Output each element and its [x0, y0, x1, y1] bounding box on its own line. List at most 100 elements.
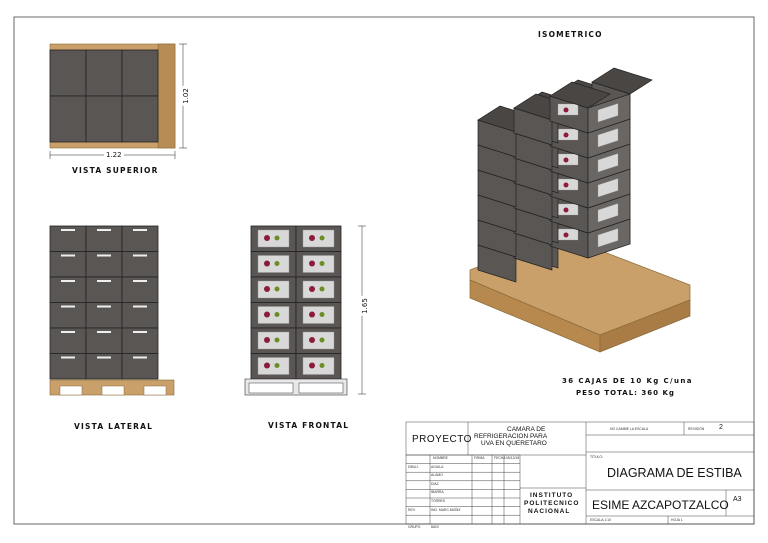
top-view-box — [49, 49, 87, 97]
isometric-view — [469, 67, 691, 353]
box-handle — [133, 356, 147, 359]
sheet-border — [13, 16, 755, 525]
box-label — [302, 331, 335, 350]
iso-box-label — [597, 103, 619, 123]
grape-icon — [309, 362, 315, 369]
grape-icon — [264, 362, 270, 369]
project-label: PROYECTO — [412, 434, 472, 445]
school-name: ESIME AZCAPOTZALCO — [592, 498, 729, 512]
box-handle — [61, 229, 75, 231]
drawing-title: DIAGRAMA DE ESTIBA — [607, 466, 742, 480]
box-label — [302, 306, 335, 324]
box-label — [302, 229, 335, 248]
box-handle — [61, 356, 75, 359]
title-label: TÍTULO: — [590, 455, 603, 459]
title-block-name: ING. MARC.MUÑIZ — [431, 507, 461, 512]
date-value: 05/12/18 — [506, 456, 520, 460]
grape-icon — [563, 157, 569, 163]
grape-icon — [264, 260, 270, 267]
grape-icon — [563, 182, 569, 188]
project-name-line-1: CAMARA DE — [507, 426, 546, 433]
institute-line-1: INSTITUTO — [530, 492, 574, 499]
institute-line-2: POLITECNICO — [524, 500, 580, 507]
box-handle — [61, 331, 75, 333]
title-block-row-label: REV. — [408, 507, 416, 512]
front-view — [244, 225, 366, 396]
box-handle — [61, 305, 75, 308]
isometric-title: ISOMETRICO — [538, 30, 603, 39]
iso-box-label — [597, 153, 619, 173]
scale-note: NO CAMBIE LA ESCALA — [610, 427, 649, 431]
box-label — [302, 280, 335, 299]
iso-box-top — [591, 67, 653, 95]
iso-box-label — [597, 178, 619, 198]
iso-box-label — [597, 203, 619, 223]
title-block-name: IBARRA — [431, 490, 444, 495]
box-handle — [133, 254, 147, 257]
sheet-label: HOJA 1 — [671, 518, 683, 522]
grape-icon — [563, 132, 569, 138]
box-handle — [133, 331, 147, 333]
leaf-icon — [274, 312, 280, 317]
side-view-label: VISTA LATERAL — [74, 422, 154, 431]
box-handle — [97, 356, 111, 359]
leaf-icon — [274, 235, 280, 241]
box-handle — [133, 280, 147, 282]
box-handle — [61, 280, 75, 282]
grape-icon — [309, 260, 315, 267]
boxes-note: 36 CAJAS DE 10 Kg C/una — [562, 377, 693, 385]
col-name-header: NOMBRE — [433, 456, 448, 460]
front-height-dimension: 1.65 — [360, 296, 369, 316]
title-block-name: 8AV2 — [431, 524, 440, 529]
top-depth-dimension: 1.02 — [181, 86, 190, 106]
iso-box-label — [597, 128, 619, 148]
project-name-line-2: REFRIGERACION PARA — [474, 433, 548, 440]
leaf-icon — [274, 337, 280, 343]
box-label — [257, 280, 290, 299]
col-date-header: FECHA — [494, 456, 506, 460]
title-block-row-label: DIBUJ. — [408, 464, 419, 469]
leaf-icon — [319, 312, 325, 317]
title-block-name: AGUILA — [431, 464, 444, 469]
title-block-row-label: GRUPO — [408, 524, 421, 529]
side-view — [49, 225, 175, 396]
box-label — [257, 255, 290, 273]
front-view-label: VISTA FRONTAL — [268, 421, 350, 430]
grape-icon — [563, 207, 569, 213]
leaf-icon — [319, 235, 325, 241]
top-view-box — [121, 95, 159, 143]
grape-icon — [264, 235, 270, 241]
box-label — [257, 357, 290, 375]
grape-icon — [563, 232, 569, 238]
box-handle — [97, 280, 111, 282]
top-view-box — [49, 95, 87, 143]
grape-icon — [264, 286, 270, 292]
leaf-icon — [319, 337, 325, 343]
top-view — [49, 43, 187, 159]
grape-icon — [309, 337, 315, 343]
box-handle — [61, 254, 75, 257]
sheet-size: A3 — [733, 496, 742, 503]
leaf-icon — [274, 363, 280, 368]
leaf-icon — [319, 261, 325, 266]
top-view-box — [85, 49, 123, 97]
grape-icon — [309, 311, 315, 318]
box-label — [257, 306, 290, 324]
grape-icon — [309, 286, 315, 292]
title-block-name: DIAZ — [431, 481, 439, 486]
grape-icon — [264, 337, 270, 343]
revision-label: REVISIÓN — [688, 427, 705, 431]
iso-box-top — [549, 81, 611, 109]
top-width-dimension: 1.22 — [104, 151, 124, 159]
box-handle — [97, 305, 111, 308]
grape-icon — [563, 107, 569, 113]
top-view-label: VISTA SUPERIOR — [72, 166, 159, 175]
col-sign-header: FIRMA — [474, 456, 485, 460]
leaf-icon — [274, 261, 280, 266]
box-handle — [97, 229, 111, 231]
weight-note: PESO TOTAL: 360 Kg — [576, 389, 675, 397]
institute-line-3: NACIONAL — [528, 508, 571, 515]
scale-label: ESCALA:1:10 — [590, 518, 611, 522]
grape-icon — [309, 235, 315, 241]
